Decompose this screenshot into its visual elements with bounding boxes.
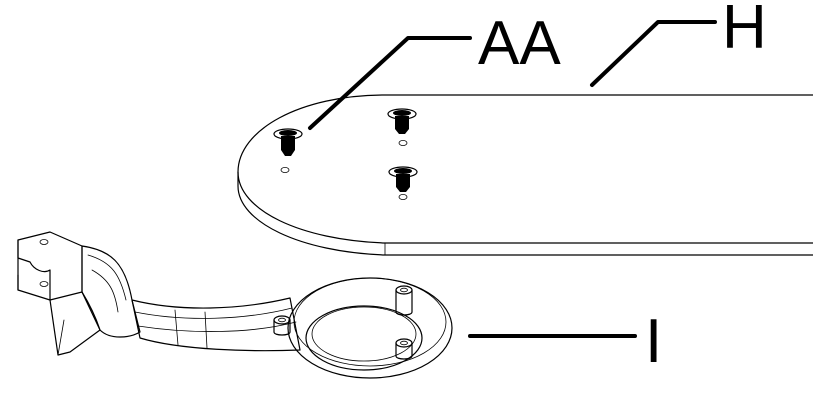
plate-hole <box>398 139 408 146</box>
screw <box>387 108 417 134</box>
ring-opening <box>305 305 423 371</box>
leader-line-h <box>590 20 717 87</box>
plate-hole <box>280 166 290 173</box>
leader-line-aa <box>308 36 472 130</box>
screw <box>388 166 418 192</box>
boss <box>395 338 413 360</box>
boss <box>395 285 413 316</box>
label-i: I <box>645 307 662 376</box>
mounting-plate <box>237 94 813 256</box>
boss <box>273 315 291 336</box>
mount-bracket <box>17 231 453 379</box>
screw <box>273 128 303 156</box>
plate-hole <box>398 193 408 200</box>
label-h: H <box>722 0 767 62</box>
label-aa: AA <box>478 9 561 78</box>
